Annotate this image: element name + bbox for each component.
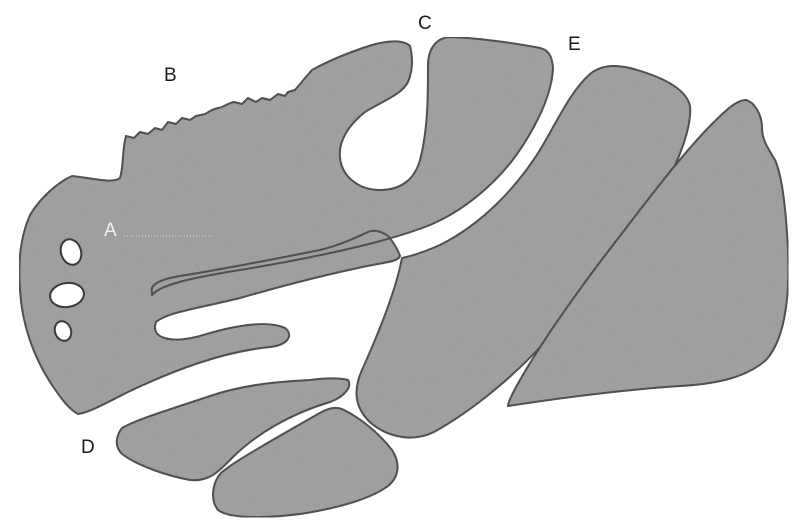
label-a: A bbox=[104, 220, 117, 241]
label-c: C bbox=[418, 13, 432, 34]
label-e: E bbox=[568, 34, 581, 55]
label-b: B bbox=[164, 65, 177, 86]
label-d: D bbox=[81, 437, 95, 458]
